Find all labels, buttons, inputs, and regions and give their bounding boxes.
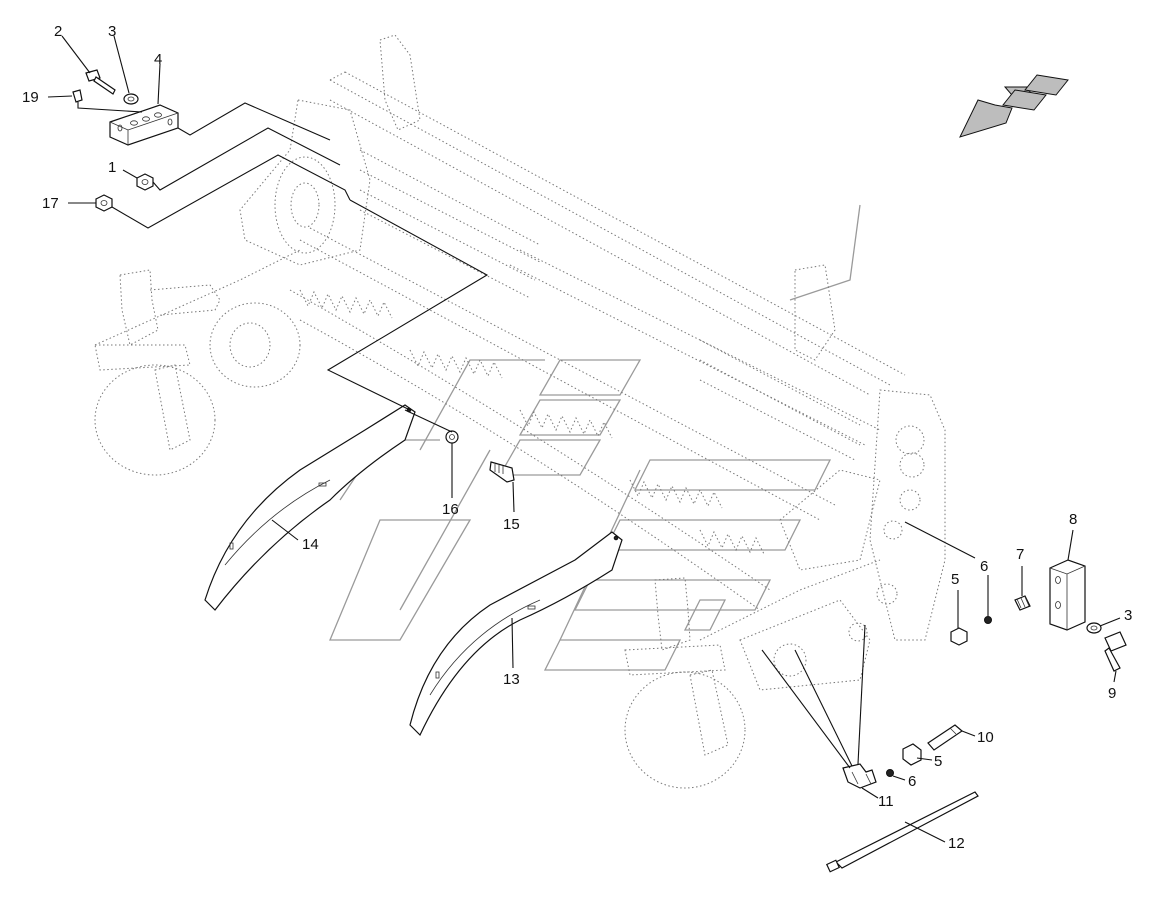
- clip-19: [72, 89, 83, 103]
- washer-6-lower: [886, 769, 894, 777]
- pin-10: [927, 724, 963, 751]
- part-block-8: [1049, 559, 1086, 631]
- bolt-2: [85, 69, 116, 95]
- label-part-3b: 3: [1124, 607, 1132, 624]
- machine-frame: [94, 34, 946, 789]
- leader-lines: [47, 35, 1121, 843]
- nut-5-lower: [902, 743, 922, 766]
- part-labels: 2 3 4 19 1 17 16 15 14 13 8 7 6 5 3 9 10…: [22, 23, 1132, 852]
- label-part-17: 17: [42, 195, 59, 212]
- label-part-6a: 6: [980, 558, 988, 575]
- elbow-fitting-11: [842, 763, 877, 789]
- label-part-4: 4: [154, 51, 162, 68]
- washer-6-right: [984, 616, 992, 624]
- bolt-9: [1104, 631, 1127, 672]
- label-part-5a: 5: [951, 571, 959, 588]
- guard-skid-13: [409, 531, 623, 737]
- direction-arrow-icon: [959, 74, 1069, 138]
- bolt-15: [489, 461, 515, 483]
- nut-17: [95, 194, 113, 212]
- label-part-13: 13: [503, 671, 520, 688]
- label-part-15: 15: [503, 516, 520, 533]
- label-part-16: 16: [442, 501, 459, 518]
- label-part-10: 10: [977, 729, 994, 746]
- part-block-4: [109, 104, 179, 146]
- label-part-12: 12: [948, 835, 965, 852]
- nut-1: [136, 173, 154, 191]
- washer-3-right: [1086, 622, 1102, 634]
- label-part-1: 1: [108, 159, 116, 176]
- guard-skid-14: [204, 404, 416, 611]
- label-part-8: 8: [1069, 511, 1077, 528]
- nut-5-right: [950, 627, 968, 646]
- label-part-11: 11: [878, 793, 894, 810]
- washer-3: [123, 93, 139, 105]
- cable-tie-12: [825, 791, 979, 873]
- watermark: [329, 204, 861, 671]
- label-part-5b: 5: [934, 753, 942, 770]
- label-part-14: 14: [302, 536, 319, 553]
- label-part-9: 9: [1108, 685, 1116, 702]
- spring-7: [1014, 595, 1031, 611]
- label-part-2: 2: [54, 23, 62, 40]
- label-part-3: 3: [108, 23, 116, 40]
- label-part-6b: 6: [908, 773, 916, 790]
- washer-16: [445, 430, 459, 444]
- label-part-19: 19: [22, 89, 39, 106]
- label-part-7: 7: [1016, 546, 1024, 563]
